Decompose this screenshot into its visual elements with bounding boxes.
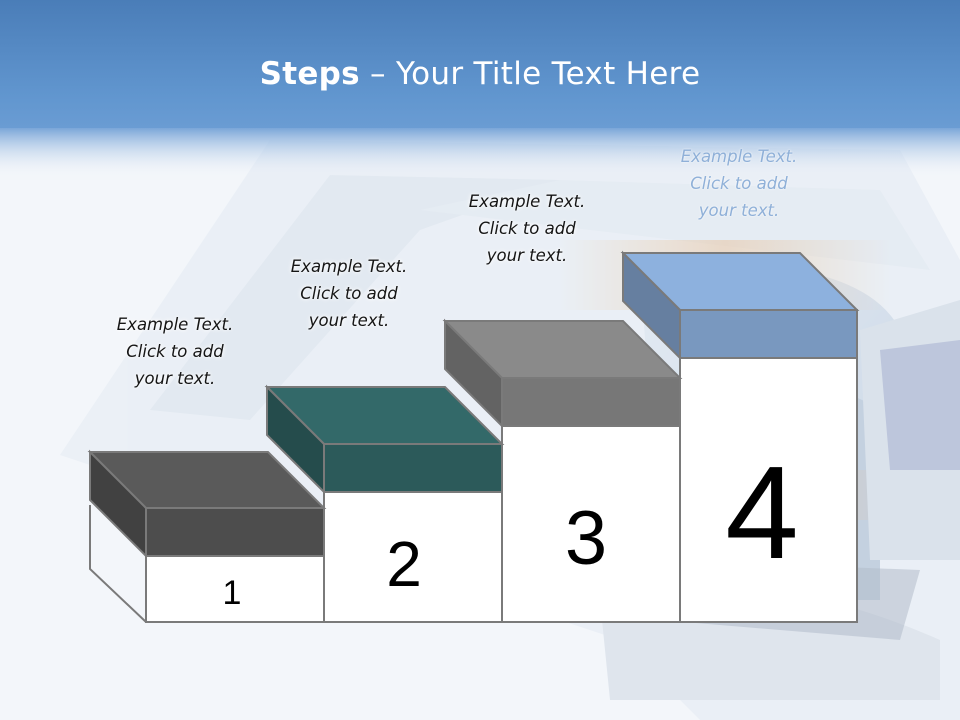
step-1-number: 1 <box>223 574 242 612</box>
step-2-text-line-2: Click to add <box>300 284 398 303</box>
step-1-text[interactable]: Example Text. Click to add your text. <box>90 311 260 392</box>
step-1-text-line-3: your text. <box>134 369 216 388</box>
header-band <box>0 0 960 128</box>
title-rest: – Your Title Text Here <box>359 56 701 92</box>
step-1-lid-front <box>145 507 325 557</box>
step-3-text-line-2: Click to add <box>478 219 576 238</box>
step-4-text-line-2: Click to add <box>690 174 788 193</box>
step-2-number: 2 <box>386 528 422 600</box>
step-3-lid-front <box>501 377 681 427</box>
step-4-number: 4 <box>725 439 798 586</box>
stair-left-edge <box>89 505 147 623</box>
step-1-box <box>145 555 325 623</box>
title-bar: Steps – Your Title Text Here <box>0 0 960 150</box>
step-2-lid-front <box>323 443 503 493</box>
step-3-text[interactable]: Example Text. Click to add your text. <box>442 188 612 269</box>
step-4-text-line-1: Example Text. <box>680 147 798 166</box>
step-1-text-line-2: Click to add <box>126 342 224 361</box>
slide-title[interactable]: Steps – Your Title Text Here <box>260 56 701 92</box>
step-3-box <box>501 424 681 623</box>
step-2-text[interactable]: Example Text. Click to add your text. <box>264 253 434 334</box>
step-2-text-line-1: Example Text. <box>290 257 408 276</box>
title-bold: Steps <box>259 56 360 92</box>
step-4-box <box>679 356 858 623</box>
step-4-text-line-3: your text. <box>698 201 780 220</box>
steps-diagram: 1 2 3 4 <box>87 250 860 623</box>
step-4-text[interactable]: Example Text. Click to add your text. <box>654 143 824 224</box>
step-3-text-line-1: Example Text. <box>468 192 586 211</box>
step-4-lid-front <box>679 309 858 359</box>
step-2-box <box>323 489 503 623</box>
step-2-text-line-3: your text. <box>308 311 390 330</box>
step-1-text-line-1: Example Text. <box>116 315 234 334</box>
step-3-number: 3 <box>565 496 607 581</box>
step-3-text-line-3: your text. <box>486 246 568 265</box>
